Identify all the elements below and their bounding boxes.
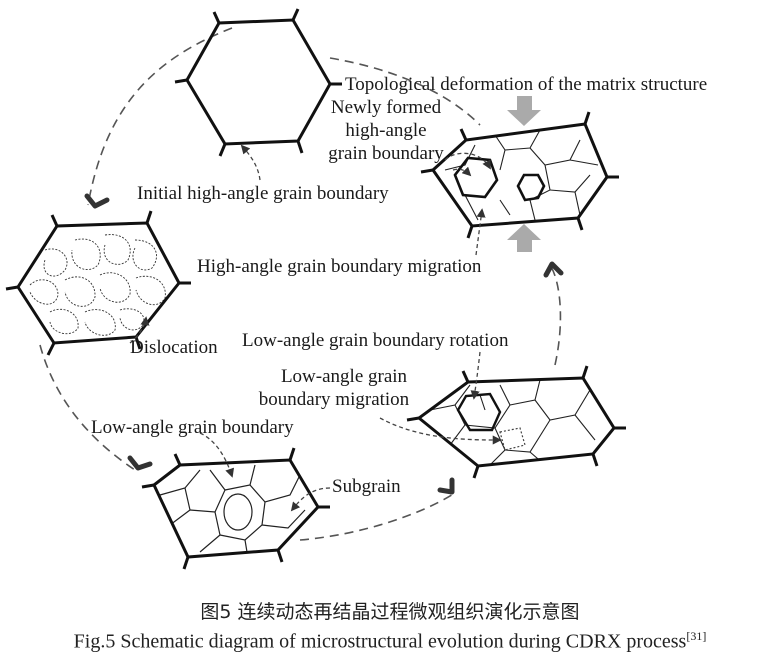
label-lagb-migration-1: Low-angle grain xyxy=(281,366,408,387)
caption-chinese: 图5 连续动态再结晶过程微观组织演化示意图 xyxy=(200,601,580,623)
lagb-grain xyxy=(406,365,626,479)
arrowhead-4 xyxy=(543,261,564,278)
label-lagb-migration-2: boundary migration xyxy=(259,389,410,410)
arrowhead-3 xyxy=(437,477,455,495)
arrowhead-1 xyxy=(84,193,110,209)
caption-english: Fig.5 Schematic diagram of microstructur… xyxy=(0,629,780,654)
label-dislocation: Dislocation xyxy=(130,337,218,358)
compression-arrows xyxy=(507,96,541,252)
label-initial-hagb: Initial high-angle grain boundary xyxy=(137,183,389,204)
caption-reference: [31] xyxy=(686,629,707,643)
label-newly-formed-2: high-angle xyxy=(345,120,426,141)
recrystallized-grain xyxy=(420,111,619,239)
arrow-down-icon xyxy=(507,96,541,126)
label-newly-formed-1: Newly formed xyxy=(331,97,442,118)
label-lagb-rotation: Low-angle grain boundary rotation xyxy=(242,330,509,351)
leader-lines xyxy=(129,144,502,512)
cycle-arrowheads xyxy=(84,193,564,495)
subgrain-grain xyxy=(141,447,330,570)
arrowhead-2 xyxy=(127,455,153,471)
label-hagb-migration: High-angle grain boundary migration xyxy=(197,256,482,277)
label-newly-formed-3: grain boundary xyxy=(328,143,444,164)
caption-english-text: Fig.5 Schematic diagram of microstructur… xyxy=(73,630,687,653)
label-subgrain: Subgrain xyxy=(332,476,401,497)
dislocation-grain xyxy=(5,210,191,356)
arrow-up-icon xyxy=(507,224,541,252)
label-lagb: Low-angle grain boundary xyxy=(91,417,294,438)
cycle-path xyxy=(39,27,562,541)
label-topological: Topological deformation of the matrix st… xyxy=(345,74,707,95)
cdrx-diagram: Topological deformation of the matrix st… xyxy=(5,8,707,570)
initial-grain xyxy=(174,8,342,157)
